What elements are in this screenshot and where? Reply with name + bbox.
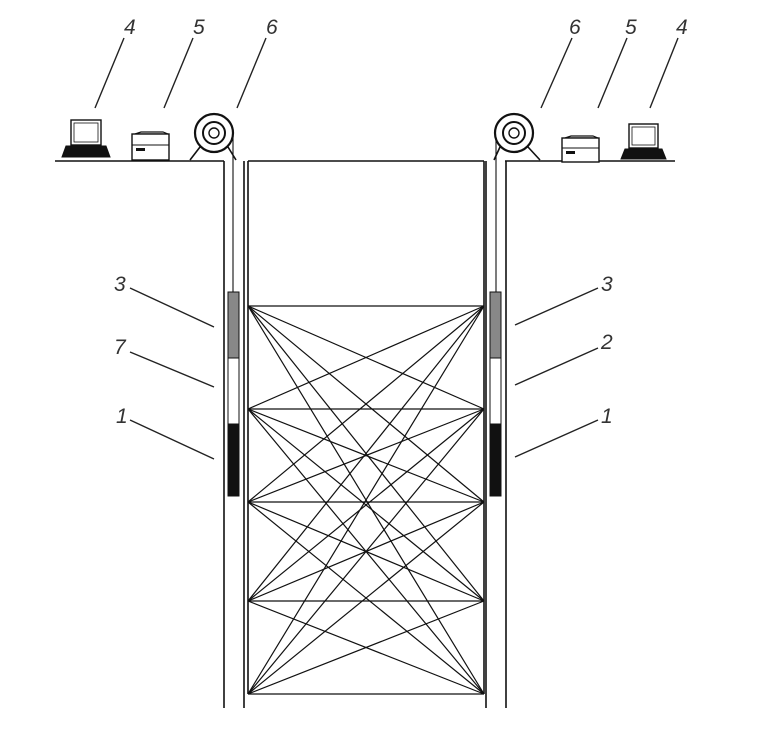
label-right-instrument-box: 5 — [625, 16, 637, 39]
ray-crossing — [247, 501, 485, 695]
probe-light-section-icon — [489, 357, 502, 425]
probe-gray-section-icon — [227, 291, 240, 359]
right-borehole — [485, 161, 507, 708]
right-cable-reel-pulley-icon — [493, 112, 541, 161]
right-probe — [489, 291, 502, 497]
ray-crossing — [247, 408, 485, 503]
ray-crossing — [247, 408, 485, 695]
probe-dark-section-icon — [489, 423, 502, 497]
right-laptop-icon — [620, 123, 667, 160]
label-left-pulley: 6 — [266, 16, 278, 39]
ray-crossing — [247, 600, 485, 695]
left-cable-reel-pulley-icon — [189, 112, 237, 161]
right-instrument-box-icon — [561, 135, 600, 163]
ray-crossing — [247, 305, 485, 602]
ray-path-grid — [247, 305, 485, 695]
label-right-probe-gray: 3 — [601, 273, 613, 296]
label-left-instrument-box: 5 — [193, 16, 205, 39]
probe-gray-section-icon — [489, 291, 502, 359]
label-left-probe-gray: 3 — [114, 273, 126, 296]
labels: 4 5 6 6 5 4 3 7 1 3 2 1 — [114, 16, 688, 428]
label-left-probe-light: 7 — [114, 336, 127, 359]
label-right-probe-dark: 1 — [601, 405, 613, 428]
ray-crossing — [247, 305, 485, 503]
probe-dark-section-icon — [227, 423, 240, 497]
ray-crossing — [247, 408, 485, 602]
pile-outline — [247, 160, 485, 694]
ray-crossing — [247, 305, 485, 695]
label-left-laptop: 4 — [124, 16, 136, 39]
left-laptop-icon — [61, 119, 111, 158]
leader-lines — [94, 37, 679, 460]
left-borehole — [223, 161, 245, 708]
label-right-probe-light: 2 — [600, 331, 613, 354]
label-right-laptop: 4 — [676, 16, 688, 39]
left-probe — [227, 291, 240, 497]
probe-light-section-icon — [227, 357, 240, 425]
ray-crossing — [247, 305, 485, 410]
label-left-probe-dark: 1 — [116, 405, 128, 428]
left-instrument-box-icon — [131, 131, 170, 161]
label-right-pulley: 6 — [569, 16, 581, 39]
